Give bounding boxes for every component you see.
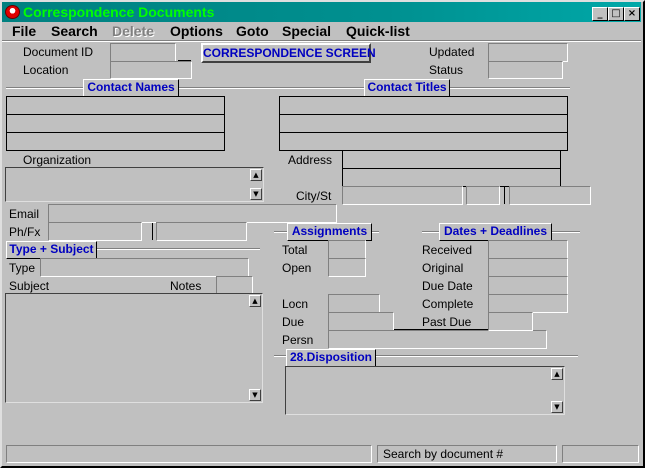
contact-title-row-2[interactable]: [279, 114, 568, 133]
original-label: Original: [422, 261, 464, 275]
due-field[interactable]: [328, 312, 394, 331]
subject-scroll-up-icon[interactable]: ▲: [249, 295, 261, 307]
zip-separator: [504, 186, 505, 204]
correspondence-screen-button[interactable]: CORRESPONDENCE SCREEN: [201, 43, 376, 63]
app-icon[interactable]: [5, 5, 20, 19]
state-field[interactable]: [466, 186, 500, 205]
organization-scroll-down-icon[interactable]: ▼: [250, 188, 262, 200]
location-label: Location: [23, 63, 69, 77]
notes-label: Notes: [170, 279, 202, 293]
disposition-scroll-down-icon[interactable]: ▼: [551, 401, 563, 413]
received-label: Received: [422, 243, 473, 257]
contact-title-row-1[interactable]: [279, 96, 568, 115]
address-line-2[interactable]: [342, 168, 561, 187]
locn-label: Locn: [282, 297, 309, 311]
group-contact-titles: Contact Titles: [364, 79, 450, 97]
status-message: [6, 445, 372, 463]
past-due-underline: [394, 329, 488, 330]
status-extra: [562, 445, 639, 463]
type-label: Type: [9, 261, 36, 275]
email-field[interactable]: [48, 204, 337, 223]
persn-label: Persn: [282, 333, 314, 347]
subject-label: Subject: [9, 279, 50, 293]
type-field[interactable]: [40, 258, 249, 277]
disposition-textarea[interactable]: ▲ ▼: [285, 366, 565, 415]
document-id-label: Document ID: [23, 45, 94, 59]
group-assignments: Assignments: [287, 223, 372, 241]
status-field[interactable]: [488, 61, 563, 79]
zip-field[interactable]: [509, 186, 591, 205]
due-label: Due: [282, 315, 305, 329]
organization-scroll-up-icon[interactable]: ▲: [250, 169, 262, 181]
updated-field[interactable]: [488, 43, 568, 62]
status-hint: Search by document #: [377, 445, 557, 463]
persn-field[interactable]: [328, 330, 547, 349]
total-field[interactable]: [328, 240, 366, 259]
menu-bar: File Search Delete Options Goto Special …: [2, 22, 641, 40]
location-field[interactable]: [110, 61, 192, 79]
address-line-1[interactable]: [342, 150, 561, 169]
phfx-label: Ph/Fx: [9, 225, 41, 239]
menu-divider: [2, 40, 641, 42]
organization-textarea[interactable]: ▲ ▼: [5, 167, 264, 202]
contact-title-row-3[interactable]: [279, 132, 568, 151]
menu-options[interactable]: Options: [170, 23, 223, 39]
maximize-button[interactable]: □: [608, 7, 624, 21]
past-due-field[interactable]: [488, 312, 533, 331]
fax-field[interactable]: [156, 222, 247, 241]
type-subject-divider: [6, 248, 260, 250]
group-disposition: 28.Disposition: [286, 349, 376, 367]
contact-name-row-2[interactable]: [6, 114, 225, 133]
group-dates-deadlines: Dates + Deadlines: [439, 223, 552, 241]
city-st-label: City/St: [296, 189, 332, 203]
subject-scroll-down-icon[interactable]: ▼: [249, 389, 261, 401]
minimize-button[interactable]: _: [592, 7, 608, 21]
menu-delete[interactable]: Delete: [112, 23, 155, 39]
due-date-label: Due Date: [422, 279, 473, 293]
notes-field[interactable]: [216, 276, 253, 294]
close-button[interactable]: ×: [624, 7, 640, 21]
original-field[interactable]: [488, 258, 568, 277]
email-label: Email: [9, 207, 40, 221]
menu-search[interactable]: Search: [51, 23, 98, 39]
total-label: Total: [282, 243, 308, 257]
window-title: Correspondence Documents: [23, 4, 215, 20]
title-bar[interactable]: Correspondence Documents _ □ ×: [2, 2, 641, 22]
address-label: Address: [288, 153, 333, 167]
complete-field[interactable]: [488, 294, 568, 313]
open-label: Open: [282, 261, 312, 275]
document-id-field[interactable]: [110, 43, 176, 62]
due-date-field[interactable]: [488, 276, 568, 295]
city-field[interactable]: [342, 186, 463, 205]
group-contact-names: Contact Names: [83, 79, 179, 97]
updated-label: Updated: [429, 45, 475, 59]
open-field[interactable]: [328, 258, 366, 277]
received-field[interactable]: [488, 240, 568, 259]
subject-textarea[interactable]: ▲ ▼: [5, 293, 263, 403]
phone-field[interactable]: [48, 222, 142, 241]
complete-label: Complete: [422, 297, 474, 311]
contact-name-row-1[interactable]: [6, 96, 225, 115]
disposition-divider: [274, 355, 578, 357]
document-id-suffix-line: [178, 60, 191, 61]
menu-special[interactable]: Special: [282, 23, 332, 39]
past-due-label: Past Due: [422, 315, 472, 329]
menu-goto[interactable]: Goto: [236, 23, 269, 39]
locn-field[interactable]: [328, 294, 380, 313]
disposition-scroll-up-icon[interactable]: ▲: [551, 368, 563, 380]
group-type-subject: Type + Subject: [6, 241, 97, 259]
status-label: Status: [429, 63, 464, 77]
menu-file[interactable]: File: [12, 23, 37, 39]
contact-name-row-3[interactable]: [6, 132, 225, 151]
menu-quick-list[interactable]: Quick-list: [346, 23, 410, 39]
fax-separator: [152, 223, 153, 240]
organization-label: Organization: [23, 153, 92, 167]
